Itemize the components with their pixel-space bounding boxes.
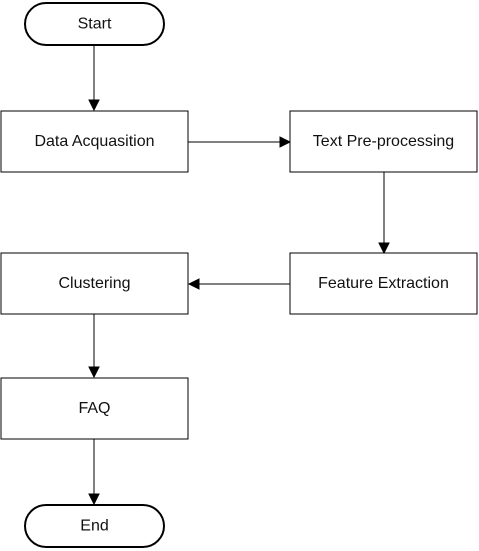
arrow-head bbox=[88, 99, 100, 112]
faq-label: FAQ bbox=[78, 400, 110, 417]
data-acquisition-label: Data Acquasition bbox=[34, 133, 154, 150]
edge-clustering-to-faq bbox=[88, 314, 100, 379]
clustering-box bbox=[0, 252, 189, 315]
data-acquisition-node: Data Acquasition bbox=[0, 110, 189, 173]
text-preprocessing-node: Text Pre-processing bbox=[289, 110, 478, 173]
feature-extraction-box bbox=[289, 252, 478, 315]
arrow-head bbox=[88, 366, 100, 379]
clustering-label: Clustering bbox=[58, 275, 130, 292]
end-node: End bbox=[24, 504, 165, 548]
edge-faq-to-end bbox=[88, 439, 100, 506]
arrow-head bbox=[187, 278, 200, 290]
end-label: End bbox=[80, 518, 108, 535]
edge-text-preprocessing-to-feature-extraction bbox=[378, 172, 390, 255]
edge-start-to-data-acquisition bbox=[88, 45, 100, 112]
start-node: Start bbox=[24, 2, 165, 46]
feature-extraction-label: Feature Extraction bbox=[318, 275, 449, 292]
edge-data-acquisition-to-text-preprocessing bbox=[188, 136, 292, 148]
data-acquisition-box bbox=[0, 110, 189, 173]
arrow-head bbox=[279, 136, 292, 148]
faq-box bbox=[0, 377, 189, 440]
faq-node: FAQ bbox=[0, 377, 189, 440]
edge-feature-extraction-to-clustering bbox=[187, 278, 290, 290]
end-shape bbox=[24, 504, 165, 548]
feature-extraction-node: Feature Extraction bbox=[289, 252, 478, 315]
arrow-head bbox=[88, 493, 100, 506]
arrow-head bbox=[378, 242, 390, 255]
clustering-node: Clustering bbox=[0, 252, 189, 315]
text-preprocessing-label: Text Pre-processing bbox=[313, 133, 454, 150]
start-label: Start bbox=[78, 16, 112, 33]
